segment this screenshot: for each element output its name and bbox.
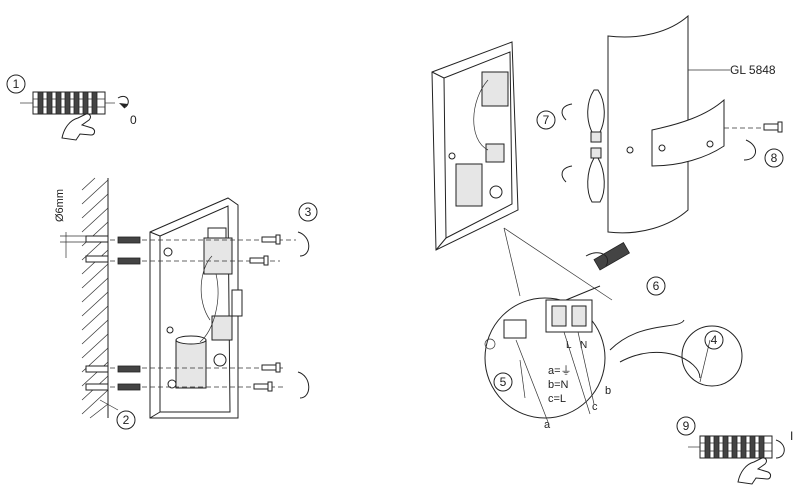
step-8-number: 8	[771, 151, 778, 165]
switch-on-label: I	[790, 429, 793, 443]
step-7-number: 7	[543, 113, 550, 127]
mounting-bracket	[231, 289, 243, 317]
wire-a-label: a	[544, 419, 551, 431]
terminal-block	[211, 315, 233, 341]
lamp-backplate	[149, 197, 243, 419]
internal-wiring	[199, 255, 219, 343]
rotate-off-arrow-icon	[117, 95, 129, 109]
switch-off-label: 0	[130, 113, 137, 127]
step-6-number: 6	[653, 279, 660, 293]
hand-icon-2	[737, 457, 771, 485]
front-cover	[651, 98, 725, 167]
upper-socket	[203, 237, 233, 275]
wire-b-legend: b=N	[548, 379, 569, 391]
bulb-icon-2	[587, 147, 605, 203]
step-9-number: 9	[683, 419, 690, 433]
wall-mounting-view: Ø6mm	[54, 177, 318, 430]
bulb-rotation-icon-2	[561, 165, 573, 183]
screw-icon	[249, 234, 281, 392]
step-1-number: 1	[13, 77, 20, 91]
wire-c	[563, 331, 591, 415]
cable-detail-circle	[681, 325, 743, 387]
shade-assembly: GL 5848 8 7	[536, 14, 784, 234]
lamp-holder	[175, 339, 207, 389]
step-3-number: 3	[305, 205, 312, 219]
step-7-marker: 7	[536, 110, 556, 130]
drill-hole-top	[85, 235, 109, 243]
breaker-panel-icon-2	[688, 435, 773, 459]
wire-c-label: c	[592, 401, 598, 413]
step-5-marker: 5	[493, 372, 513, 392]
step-8-marker: 8	[764, 148, 784, 168]
cover-screw-icon	[763, 123, 779, 131]
step-3-marker: 3	[298, 202, 318, 222]
earth-terminal	[503, 319, 527, 339]
drill-hole-top-2	[85, 255, 109, 263]
wiring-detail-circle	[484, 297, 606, 419]
step-9-breaker-on: 9 I	[676, 416, 793, 485]
bulb-icon	[587, 89, 605, 143]
hand-icon	[61, 113, 95, 141]
breaker-panel-icon	[20, 91, 115, 115]
rotate-on-arrow-icon	[775, 439, 785, 459]
wall-plug-icon	[117, 236, 141, 391]
step-1-breaker-off: 1 0	[6, 74, 137, 141]
model-label: GL 5848	[730, 63, 776, 77]
bulb-rotation-icon	[561, 103, 573, 121]
step-2-number: 2	[123, 413, 130, 427]
step-1-marker: 1	[6, 74, 26, 94]
screw-rotation-icon-2	[297, 371, 310, 399]
wire-a	[515, 339, 549, 423]
drill-diameter-label: Ø6mm	[54, 189, 66, 222]
arrowhead-icon	[119, 103, 128, 108]
drill-hole-bottom-2	[85, 383, 109, 391]
terminal-l-label: L	[566, 340, 572, 351]
wire-b	[577, 331, 595, 405]
screwdriver-icon	[565, 242, 630, 301]
screw-rotation-icon	[297, 231, 310, 257]
wall-hatching	[81, 177, 109, 419]
screwdriver-rotation-icon	[585, 252, 608, 267]
wire-a-legend: a=⏚	[548, 364, 572, 377]
drill-hole-bottom	[85, 365, 109, 373]
cover-screw-rotation-icon	[743, 139, 756, 161]
wiring-view: L N a=⏚ b=N c=L a b c 6 5 4	[431, 41, 743, 431]
step-9-marker: 9	[676, 416, 696, 436]
wire-b-label: b	[605, 385, 611, 397]
terminal-n-label: N	[580, 340, 587, 351]
lamp-shade	[607, 14, 689, 234]
earth-symbol-icon	[484, 338, 496, 350]
step-2-marker: 2	[116, 410, 136, 430]
step-4-number: 4	[711, 333, 718, 347]
step-6-marker: 6	[646, 276, 666, 296]
step-5-number: 5	[500, 375, 507, 389]
wire-c-legend: c=L	[548, 393, 566, 405]
step-4-marker: 4	[704, 330, 724, 350]
